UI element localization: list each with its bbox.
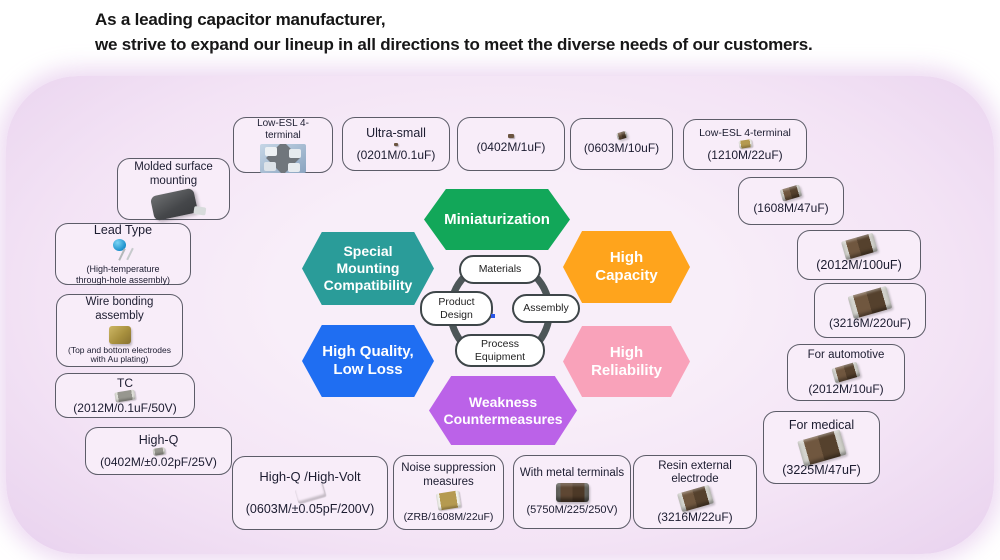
box-note: (Top and bottom electrodes with Au plati… <box>67 344 171 365</box>
capacitor-chip-icon <box>152 446 165 456</box>
capacitor-chip-icon <box>737 138 753 149</box>
box-spec: (3225M/47uF) <box>782 462 861 477</box>
hexagon-label: Weakness Countermeasures <box>443 393 563 427</box>
product-box-for-medical: For medical (3225M/47uF) <box>763 411 880 484</box>
box-title: Lead Type <box>93 223 153 238</box>
box-spec: (1608M/47uF) <box>753 200 829 215</box>
core-node-label: Materials <box>478 263 522 276</box>
hexagon-label: High Capacity <box>595 249 658 284</box>
box-spec: (2012M/0.1uF/50V) <box>73 400 177 415</box>
product-box-noise-suppression: Noise suppression measures (ZRB/1608M/22… <box>393 455 504 530</box>
box-spec: (0603M/10uF) <box>583 141 660 156</box>
hexagon-high-quality-low-loss: High Quality, Low Loss <box>302 325 434 397</box>
product-box-high-q-high-volt: High-Q /High-Volt (0603M/±0.05pF/200V) <box>232 456 388 530</box>
product-box-0402: (0402M/1uF) <box>457 117 565 171</box>
product-box-resin-external-electrode: Resin external electrode (3216M/22uF) <box>633 455 757 529</box>
product-box-3216: (3216M/220uF) <box>814 283 926 338</box>
box-title: Low-ESL 4- terminal <box>257 117 309 141</box>
blue-dot <box>491 314 495 318</box>
capacitor-chip-icon <box>508 133 514 138</box>
core-node-product-design: Product Design <box>420 291 493 326</box>
core-node-materials: Materials <box>459 255 541 284</box>
box-title: High-Q <box>138 432 179 447</box>
molded-package-icon <box>149 187 198 222</box>
box-title: High-Q /High-Volt <box>259 468 361 484</box>
core-node-process-equipment: Process Equipment <box>455 334 545 367</box>
box-title: Ultra-small <box>366 125 426 140</box>
box-title: Molded surface mounting <box>134 161 213 187</box>
hexagon-label: High Quality, Low Loss <box>322 343 414 378</box>
hexagon-label: Miniaturization <box>444 210 550 228</box>
capacitor-chip-icon <box>394 142 398 146</box>
hexagon-high-capacity: High Capacity <box>563 231 690 303</box>
capacitor-chip-icon <box>831 361 861 383</box>
hexagon-special-mounting-compatibility: Special Mounting Compatibility <box>302 232 434 305</box>
capacitor-chip-icon <box>108 325 131 344</box>
capacitor-chip-icon <box>796 428 847 467</box>
product-box-2012: (2012M/100uF) <box>797 230 921 280</box>
product-box-molded-surface-mounting: Molded surface mounting <box>117 158 230 222</box>
box-spec: (0402M/1uF) <box>476 139 546 154</box>
box-spec: (1210M/22uF) <box>707 147 783 162</box>
box-spec: (0402M/±0.02pF/25V) <box>100 454 217 469</box>
box-spec: (0201M/0.1uF) <box>356 147 436 162</box>
box-spec: (2012M/10uF) <box>808 381 884 396</box>
leaded-capacitor-icon <box>108 239 138 263</box>
capacitor-chip-icon <box>847 285 893 319</box>
box-title: Noise suppression measures <box>401 461 496 488</box>
box-title: TC <box>117 376 133 391</box>
product-box-with-metal-terminals: With metal terminals (5750M/225/250V) <box>513 455 631 529</box>
box-spec: (5750M/225/250V) <box>526 503 618 516</box>
product-box-1608: (1608M/47uF) <box>738 177 844 225</box>
box-spec: (ZRB/1608M/22uF) <box>403 510 494 523</box>
core-node-label: Assembly <box>523 302 569 315</box>
product-box-tc: TC (2012M/0.1uF/50V) <box>55 373 195 418</box>
product-box-wire-bonding-assembly: Wire bonding assembly (Top and bottom el… <box>56 294 183 367</box>
box-spec: (0603M/±0.05pF/200V) <box>245 502 375 517</box>
box-title: For automotive <box>807 348 885 361</box>
box-note: (High-temperature through-hole assembly) <box>75 264 171 285</box>
hexagon-label: Special Mounting Compatibility <box>323 243 413 293</box>
capacitor-chip-icon <box>676 484 714 513</box>
product-box-low-esl-4-terminal: Low-ESL 4- terminal <box>233 117 333 173</box>
box-title: With metal terminals <box>519 467 625 479</box>
hexagon-weakness-countermeasures: Weakness Countermeasures <box>429 376 577 445</box>
product-box-for-automotive: For automotive (2012M/10uF) <box>787 344 905 401</box>
core-node-label: Process Equipment <box>474 338 526 363</box>
page-title: As a leading capacitor manufacturer, we … <box>95 10 813 54</box>
product-box-0603: (0603M/10uF) <box>570 118 673 170</box>
low-esl-capacitor-icon <box>260 143 306 173</box>
capacitor-chip-icon <box>435 489 462 511</box>
box-spec: (3216M/22uF) <box>657 510 733 525</box>
box-spec: (2012M/100uF) <box>816 258 902 272</box>
capacitor-chip-icon <box>555 482 589 502</box>
product-box-ultra-small: Ultra-small (0201M/0.1uF) <box>342 117 450 171</box>
hexagon-label: High Reliability <box>591 343 662 379</box>
box-title: Resin external electrode <box>658 459 732 486</box>
product-box-high-q: High-Q (0402M/±0.02pF/25V) <box>85 427 232 475</box>
hexagon-miniaturization: Miniaturization <box>424 189 570 250</box>
core-node-assembly: Assembly <box>512 294 580 323</box>
capacitor-chip-icon <box>779 184 803 202</box>
product-box-lead-type: Lead Type (High-temperature through-hole… <box>55 223 191 285</box>
capacitor-chip-icon <box>295 483 326 504</box>
box-spec: (3216M/220uF) <box>828 315 912 330</box>
product-box-low-esl-1210: Low-ESL 4-terminal (1210M/22uF) <box>683 119 807 170</box>
capacitor-chip-icon <box>840 232 878 261</box>
core-node-label: Product Design <box>438 296 475 321</box>
box-title: For medical <box>788 417 855 432</box>
box-title: Wire bonding assembly <box>85 295 154 322</box>
hexagon-high-reliability: High Reliability <box>563 326 690 397</box>
box-title: Low-ESL 4-terminal <box>699 127 791 139</box>
capacitor-chip-icon <box>615 131 628 141</box>
